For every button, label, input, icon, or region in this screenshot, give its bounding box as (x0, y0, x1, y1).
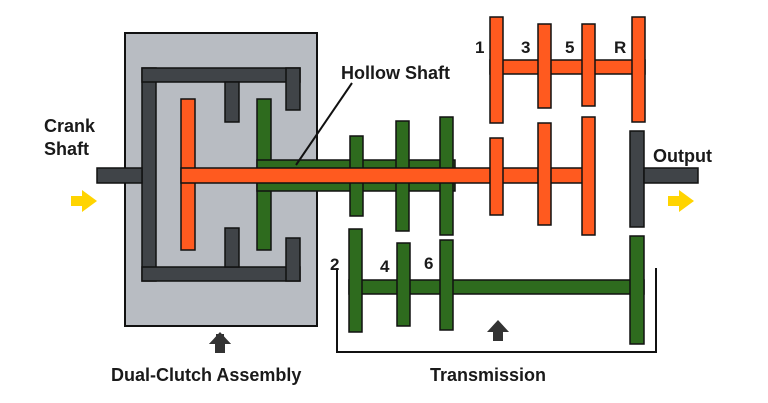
transmission-label: Transmission (430, 365, 547, 385)
gear-label-3: 3 (521, 38, 531, 57)
gear-label-5: 5 (565, 38, 575, 57)
crank-shaft (96, 167, 143, 184)
output-arrow-icon (668, 190, 694, 212)
crank-shaft-label-line1: Crank (44, 116, 96, 136)
up-arrow-icon (209, 332, 231, 353)
crank-shaft-label-line2: Shaft (44, 139, 89, 159)
output-shaft (629, 130, 699, 228)
dual-clutch-assembly-label: Dual-Clutch Assembly (111, 365, 302, 385)
gear-label-1: 1 (475, 38, 485, 57)
odd-gear-set (180, 16, 646, 251)
gear-label-r: R (614, 38, 627, 57)
up-arrow-icon (487, 320, 509, 341)
gear-label-6: 6 (424, 254, 434, 273)
output-label: Output (653, 146, 712, 166)
hollow-shaft-pointer (295, 82, 353, 166)
outer-clutch-drum (141, 67, 301, 282)
gear-label-2: 2 (330, 255, 340, 274)
transmission-bracket (336, 268, 657, 353)
input-arrow-icon (71, 190, 97, 212)
hollow-shaft-label: Hollow Shaft (341, 63, 450, 83)
crank-shaft-label: Crank Shaft (44, 115, 95, 161)
gear-label-4: 4 (380, 257, 390, 276)
